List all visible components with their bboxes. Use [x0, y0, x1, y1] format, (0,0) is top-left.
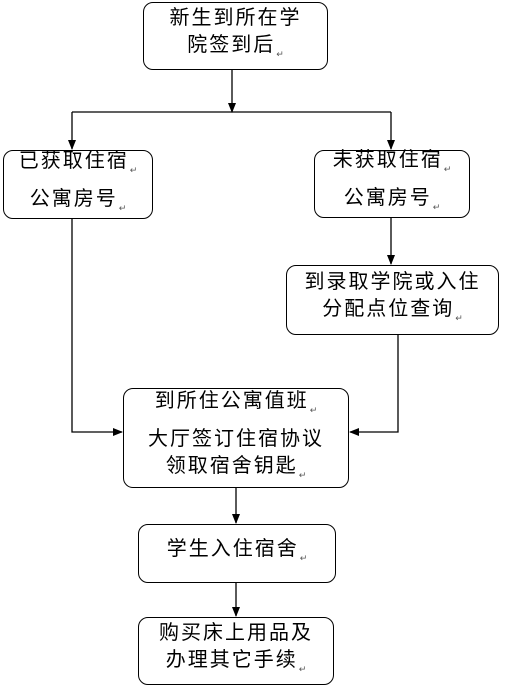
node-buy-bedding-other-procedures: 购买床上用品及 办理其它手续↵	[138, 617, 334, 685]
node-line: 分配点位查询↵	[322, 295, 463, 324]
node-line: 已获取住宿↵	[18, 147, 138, 176]
paragraph-mark: ↵	[118, 203, 127, 214]
paragraph-mark: ↵	[309, 405, 318, 416]
paragraph-mark: ↵	[298, 664, 307, 675]
node-line: 到所住公寓值班↵	[154, 387, 318, 416]
node-line: 购买床上用品及	[159, 619, 313, 644]
connector-n2-n5	[71, 219, 123, 436]
node-room-assigned: 已获取住宿↵ 公寓房号↵	[3, 147, 153, 219]
node-line: 院签到后↵	[187, 31, 284, 60]
node-line: 到录取学院或入住	[304, 268, 481, 293]
node-line: 未获取住宿↵	[332, 147, 452, 175]
node-line: 公寓房号↵	[29, 185, 127, 214]
node-line: 办理其它手续↵	[165, 646, 307, 675]
node-line: 公寓房号↵	[343, 185, 441, 213]
node-room-not-assigned: 未获取住宿↵ 公寓房号↵	[314, 147, 470, 218]
paragraph-mark: ↵	[129, 165, 138, 176]
node-line: 新生到所在学	[169, 4, 302, 29]
node-check-in-at-college: 新生到所在学 院签到后↵	[143, 2, 328, 70]
node-line: 领取宿舍钥匙↵	[165, 452, 307, 481]
node-line: 大厅签订住宿协议	[148, 425, 324, 450]
connector-n4-n5	[349, 335, 399, 436]
node-sign-agreement-get-keys: 到所住公寓值班↵ 大厅签订住宿协议 领取宿舍钥匙↵	[123, 388, 349, 488]
paragraph-mark: ↵	[432, 203, 441, 213]
node-line: 学生入住宿舍↵	[166, 535, 308, 564]
paragraph-mark: ↵	[276, 49, 284, 60]
paragraph-mark: ↵	[443, 165, 452, 175]
paragraph-mark: ↵	[298, 470, 307, 481]
node-query-allocation-point: 到录取学院或入住 分配点位查询↵	[286, 265, 499, 335]
node-move-into-dorm: 学生入住宿舍↵	[138, 524, 336, 583]
paragraph-mark: ↵	[455, 313, 463, 324]
paragraph-mark: ↵	[299, 553, 308, 564]
